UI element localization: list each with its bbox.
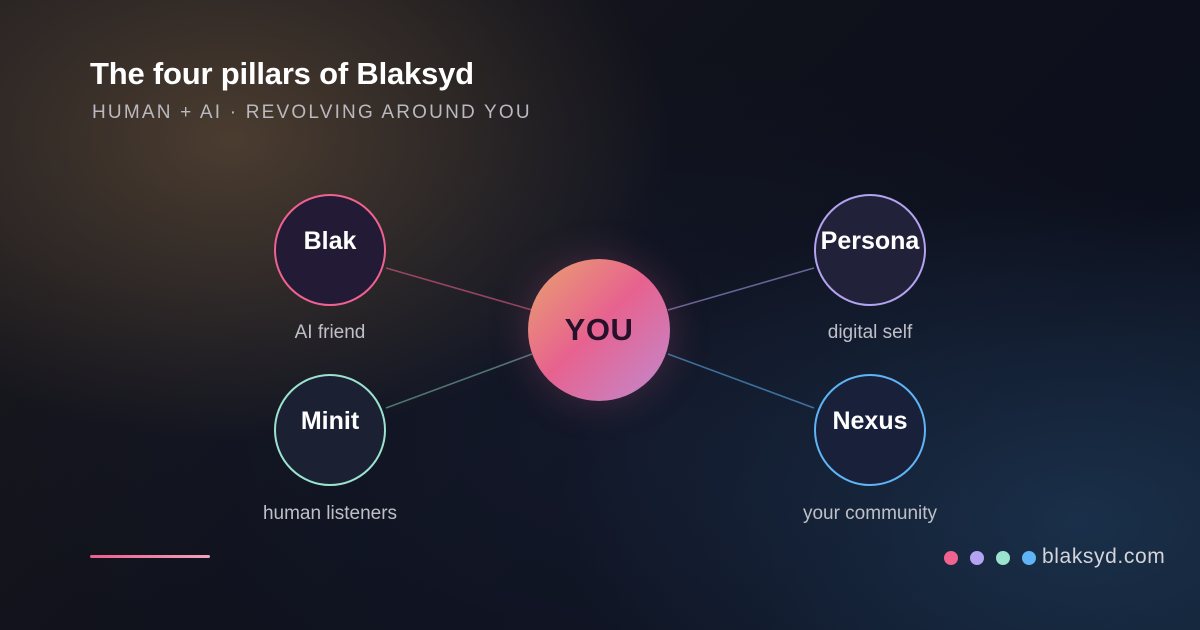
pillar-node-persona: Persona	[814, 194, 926, 306]
pillar-caption-minit: human listeners	[262, 503, 398, 524]
pillar-label-persona: Persona	[820, 226, 920, 255]
pillar-caption-persona: digital self	[827, 322, 913, 343]
card-subtitle: HUMAN + AI · REVOLVING AROUND YOU	[92, 102, 532, 123]
dot-persona	[970, 551, 984, 565]
dot-minit	[996, 551, 1010, 565]
dot-blak	[944, 551, 958, 565]
hub-you: YOU	[528, 259, 670, 401]
hub-label: YOU	[564, 312, 634, 347]
dot-nexus	[1022, 551, 1036, 565]
pillar-label-nexus: Nexus	[832, 406, 908, 435]
connector-minit	[385, 353, 533, 409]
pillar-node-nexus: Nexus	[814, 374, 926, 486]
pillar-node-minit: Minit	[274, 374, 386, 486]
pillar-label-minit: Minit	[300, 406, 360, 435]
color-dots	[944, 551, 1036, 565]
connector-blak	[385, 267, 533, 311]
card-title: The four pillars of Blaksyd	[90, 56, 474, 91]
pillar-label-blak: Blak	[303, 226, 357, 255]
connector-persona	[667, 267, 815, 311]
connector-nexus	[667, 353, 815, 409]
pillar-caption-blak: AI friend	[294, 322, 366, 343]
accent-bar	[90, 555, 210, 558]
site-url[interactable]: blaksyd.com	[1042, 545, 1166, 568]
pillar-caption-nexus: your community	[802, 503, 938, 524]
pillar-node-blak: Blak	[274, 194, 386, 306]
